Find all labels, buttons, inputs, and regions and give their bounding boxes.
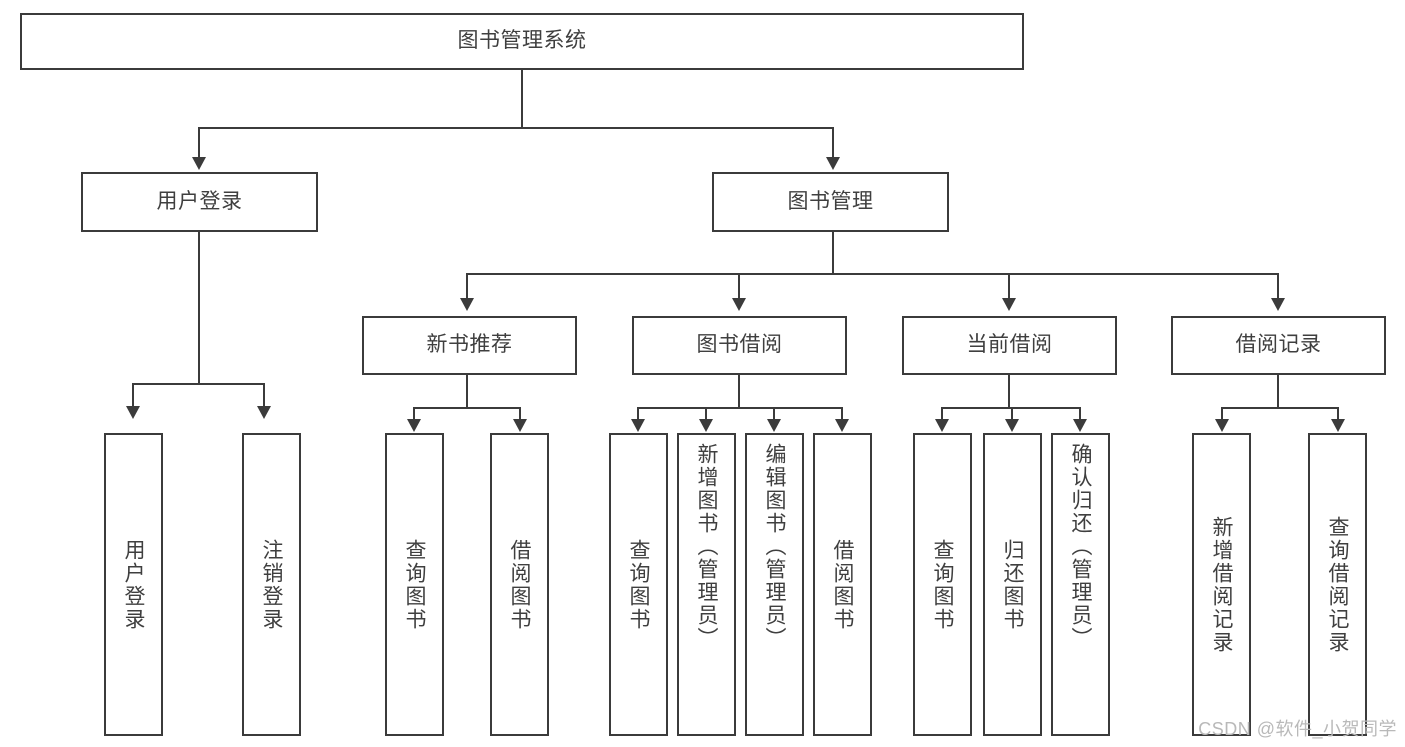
connector-new-book-recommend-stem xyxy=(466,375,468,408)
arrow-to-leaf-query-book-2 xyxy=(631,419,645,432)
connector-to-leaf-add-book xyxy=(705,407,707,421)
node-label: 新增图书（管理员） xyxy=(695,443,718,650)
node-label: 查询图书 xyxy=(627,538,650,631)
node-label: 查询借阅记录 xyxy=(1326,515,1349,654)
connector-to-leaf-logout-login xyxy=(263,383,265,408)
connector-to-leaf-query-book-1 xyxy=(413,407,415,421)
node-book-borrow[interactable]: 图书借阅 xyxy=(632,316,847,375)
connector-to-current-borrow xyxy=(1008,273,1010,300)
node-leaf-user-login[interactable]: 用户登录 xyxy=(104,433,163,736)
connector-user-login-bus xyxy=(132,383,265,385)
arrow-to-leaf-add-record xyxy=(1215,419,1229,432)
connector-book-manage-bus xyxy=(466,273,1278,275)
arrow-to-leaf-confirm-return xyxy=(1073,419,1087,432)
node-label: 编辑图书（管理员） xyxy=(763,443,786,650)
arrow-to-leaf-query-record xyxy=(1331,419,1345,432)
node-leaf-edit-book[interactable]: 编辑图书（管理员） xyxy=(745,433,804,736)
arrow-to-leaf-add-book xyxy=(699,419,713,432)
arrow-to-leaf-logout-login xyxy=(257,406,271,419)
node-label: 用户登录 xyxy=(122,538,145,631)
node-label: 新增借阅记录 xyxy=(1210,515,1233,654)
arrow-root-to-user-login xyxy=(192,157,206,170)
node-leaf-add-record[interactable]: 新增借阅记录 xyxy=(1192,433,1251,736)
connector-to-leaf-borrow-book-2 xyxy=(841,407,843,421)
node-label: 确认归还（管理员） xyxy=(1069,443,1092,650)
node-label: 图书管理 xyxy=(787,189,874,213)
arrow-to-leaf-user-login xyxy=(126,406,140,419)
node-leaf-add-book[interactable]: 新增图书（管理员） xyxy=(677,433,736,736)
connector-root-stem xyxy=(521,70,523,128)
arrow-to-current-borrow xyxy=(1002,298,1016,311)
connector-to-leaf-confirm-return xyxy=(1079,407,1081,421)
arrow-to-leaf-borrow-book-2 xyxy=(835,419,849,432)
node-label: 借阅图书 xyxy=(508,538,531,631)
node-leaf-query-book-1[interactable]: 查询图书 xyxy=(385,433,444,736)
arrow-to-leaf-query-book-1 xyxy=(407,419,421,432)
node-label: 归还图书 xyxy=(1001,538,1024,631)
watermark-text: CSDN @软件_小贺同学 xyxy=(1198,719,1397,739)
arrow-to-leaf-borrow-book-1 xyxy=(513,419,527,432)
connector-to-leaf-query-record xyxy=(1337,407,1339,421)
connector-borrow-record-stem xyxy=(1277,375,1279,408)
node-label: 借阅记录 xyxy=(1235,333,1322,357)
connector-new-book-recommend-bus xyxy=(413,407,521,409)
node-leaf-logout-login[interactable]: 注销登录 xyxy=(242,433,301,736)
connector-to-borrow-record xyxy=(1277,273,1279,300)
node-leaf-return-book[interactable]: 归还图书 xyxy=(983,433,1042,736)
node-leaf-query-book-2[interactable]: 查询图书 xyxy=(609,433,668,736)
node-label: 用户登录 xyxy=(156,189,243,213)
connector-to-book-borrow xyxy=(738,273,740,300)
node-label: 借阅图书 xyxy=(831,538,854,631)
connector-borrow-record-bus xyxy=(1221,407,1338,409)
arrow-to-borrow-record xyxy=(1271,298,1285,311)
node-current-borrow[interactable]: 当前借阅 xyxy=(902,316,1117,375)
node-book-manage[interactable]: 图书管理 xyxy=(712,172,949,232)
node-leaf-confirm-return[interactable]: 确认归还（管理员） xyxy=(1051,433,1110,736)
connector-root-to-user-login xyxy=(198,127,200,159)
arrow-root-to-book-manage xyxy=(826,157,840,170)
node-label: 查询图书 xyxy=(403,538,426,631)
connector-to-leaf-edit-book xyxy=(773,407,775,421)
node-user-login[interactable]: 用户登录 xyxy=(81,172,318,232)
connector-book-borrow-stem xyxy=(738,375,740,408)
connector-current-borrow-stem xyxy=(1008,375,1010,408)
node-new-book-recommend[interactable]: 新书推荐 xyxy=(362,316,577,375)
connector-book-borrow-bus xyxy=(637,407,843,409)
node-label: 新书推荐 xyxy=(426,333,513,357)
arrow-to-leaf-return-book xyxy=(1005,419,1019,432)
node-leaf-borrow-book-1[interactable]: 借阅图书 xyxy=(490,433,549,736)
connector-to-leaf-query-book-3 xyxy=(941,407,943,421)
arrow-to-leaf-query-book-3 xyxy=(935,419,949,432)
connector-root-bus xyxy=(198,127,834,129)
arrow-to-book-borrow xyxy=(732,298,746,311)
node-leaf-query-book-3[interactable]: 查询图书 xyxy=(913,433,972,736)
node-leaf-borrow-book-2[interactable]: 借阅图书 xyxy=(813,433,872,736)
connector-to-leaf-borrow-book-1 xyxy=(519,407,521,421)
connector-to-leaf-user-login xyxy=(132,383,134,408)
node-label: 当前借阅 xyxy=(966,333,1053,357)
arrow-to-leaf-edit-book xyxy=(767,419,781,432)
connector-root-to-book-manage xyxy=(832,127,834,159)
connector-user-login-stem xyxy=(198,232,200,384)
node-root-book-management-system[interactable]: 图书管理系统 xyxy=(20,13,1024,70)
node-label: 注销登录 xyxy=(260,538,283,631)
arrow-to-new-book-recommend xyxy=(460,298,474,311)
node-label: 查询图书 xyxy=(931,538,954,631)
node-label: 图书借阅 xyxy=(696,333,783,357)
connector-to-leaf-return-book xyxy=(1011,407,1013,421)
connector-book-manage-stem xyxy=(832,232,834,274)
node-borrow-record[interactable]: 借阅记录 xyxy=(1171,316,1386,375)
node-label: 图书管理系统 xyxy=(457,29,587,53)
node-leaf-query-record[interactable]: 查询借阅记录 xyxy=(1308,433,1367,736)
connector-to-new-book-recommend xyxy=(466,273,468,300)
connector-to-leaf-add-record xyxy=(1221,407,1223,421)
connector-to-leaf-query-book-2 xyxy=(637,407,639,421)
